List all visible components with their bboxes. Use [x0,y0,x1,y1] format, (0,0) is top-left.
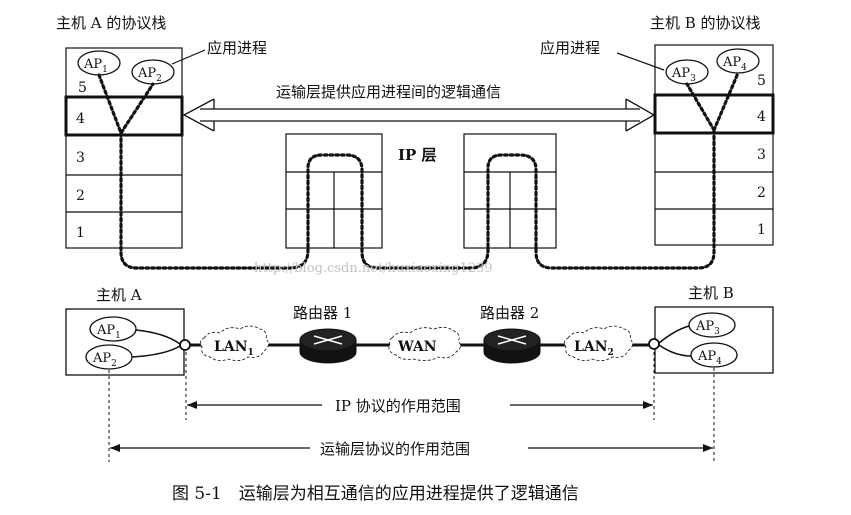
layer-5-label: 5 [78,80,87,96]
app-process-pointer-left [171,49,206,65]
watermark: http://blog.csdn.net/huxiaoxing1239 [254,261,493,276]
ap4-ellipse [716,48,760,74]
figure-caption: 图 5-1 运输层为相互通信的应用进程提供了逻辑通信 [172,484,579,504]
ip-scope-label: IP 协议的作用范围 [335,397,461,415]
bottom-ap1-label: AP1 [96,323,121,341]
bottom-ap3-ellipse [688,312,736,338]
lan2-cloud [564,325,633,361]
layer-4-label: 4 [76,111,85,127]
layer-1-label: 1 [757,222,766,238]
host-a-protocol-stack: 5 4 3 2 1 AP1 AP2 [64,47,184,249]
ap3-label: AP3 [671,66,696,84]
data-path-dotted [97,71,740,270]
host-b-label: 主机 B [688,284,734,302]
bottom-ap4-label: AP4 [697,349,722,367]
lan1-label: LAN1 [214,339,254,358]
bottom-ap1-ellipse [89,316,137,342]
host-a-label: 主机 A [96,286,142,304]
lan1-cloud [200,325,269,361]
host-a-stack-title: 主机 A 的协议栈 [56,14,166,32]
bottom-ap4-ellipse [690,342,738,368]
router-2-icon [483,328,541,364]
bottom-ap2-label: AP2 [92,351,117,369]
router-1-stack [285,133,383,249]
layer-1-label: 1 [76,225,85,241]
transport-scope-label: 运输层协议的作用范围 [320,440,470,458]
host-a-port [179,339,191,351]
ap2-label: AP2 [137,66,162,84]
app-process-pointer-right [616,52,665,71]
router-1-icon [299,328,357,364]
app-process-label-left: 应用进程 [207,39,267,57]
host-b-stack-title: 主机 B 的协议栈 [650,14,761,32]
app-process-label-right: 应用进程 [540,39,600,57]
layer-3-label: 3 [76,150,85,166]
ap4-label: AP4 [722,55,747,73]
logical-communication-arrow [182,98,656,132]
wan-cloud [388,327,461,361]
wan-label: WAN [397,339,437,355]
layer-4-label: 4 [757,109,766,125]
router-1-label: 路由器 1 [293,304,352,322]
layer-2-label: 2 [76,188,85,204]
ip-layer-label: IP 层 [398,146,437,164]
layer-3-label: 3 [757,147,766,163]
bottom-ap3-label: AP3 [695,319,720,337]
router-2-label: 路由器 2 [480,304,539,322]
ap1-label: AP1 [83,57,108,75]
transport-logical-communication-label: 运输层提供应用进程间的逻辑通信 [276,83,501,101]
layer-2-label: 2 [757,185,766,201]
host-b-port-links [658,325,692,357]
lan2-label: LAN2 [574,339,614,358]
host-a-port-links [131,329,181,358]
layer-5-label: 5 [757,73,766,89]
router-2-stack [463,133,557,249]
host-b-port [648,338,660,350]
